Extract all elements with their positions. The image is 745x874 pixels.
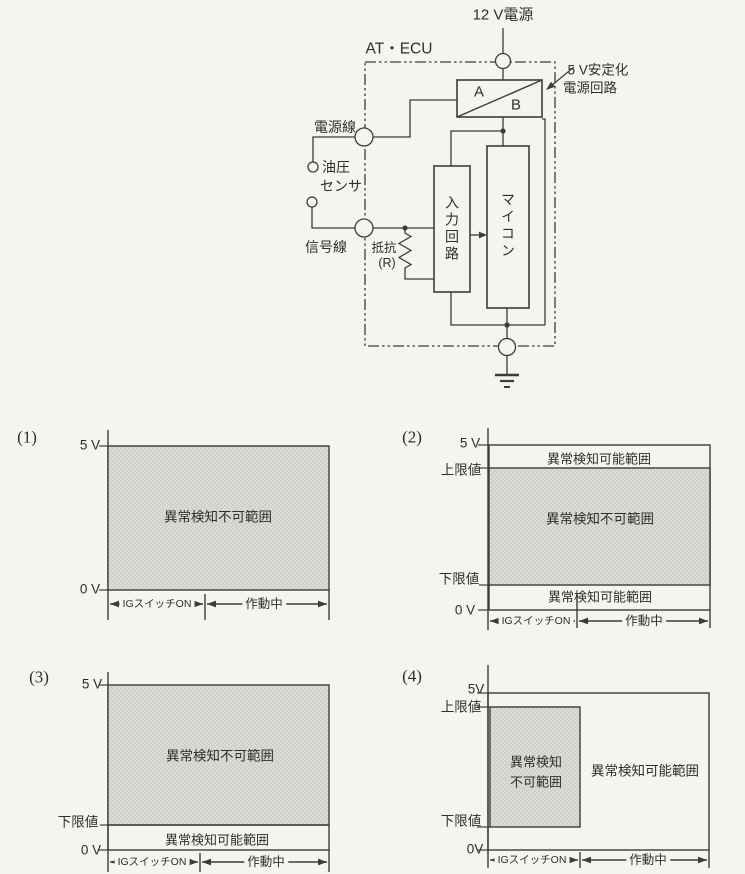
g2-region-detectable-bottom-label: 異常検知可能範囲 — [547, 589, 653, 605]
graph-1 — [99, 430, 330, 620]
wire-regulator-to-input-circuit — [450, 130, 503, 166]
g4-ytick-lower-limit: 下限値 — [440, 813, 482, 829]
g4-region-detectable-label: 異常検知可能範囲 — [591, 763, 699, 779]
g2-number: (2) — [402, 427, 422, 447]
g2-region-undetectable-label: 異常検知不可範囲 — [546, 511, 654, 527]
graph-3 — [99, 672, 330, 872]
g2-region-detectable-top-label: 異常検知可能範囲 — [546, 451, 652, 467]
input-circuit-box — [433, 165, 471, 293]
regulator-b-label: B — [510, 96, 522, 114]
g4-ytick-upper-limit: 上限値 — [440, 699, 482, 715]
g3-ytick-lower-limit: 下限値 — [57, 814, 99, 830]
oil-pressure-sensor-label-line2: センサ — [320, 178, 362, 194]
circuit-diagram — [306, 28, 575, 388]
g2-ytick-lower-limit: 下限値 — [438, 571, 480, 587]
g3-detectable-band — [107, 824, 330, 851]
wire-to-sensor-top-terminal — [312, 136, 355, 162]
wire-regulator-right-rail — [542, 118, 546, 325]
g1-ytick-5v: 5 V — [79, 437, 101, 453]
regulator-a-label: A — [473, 83, 485, 101]
ecu-label: AT・ECU — [365, 40, 433, 58]
g2-ytick-5v: 5 V — [459, 435, 481, 451]
resistor-label-line2: (R) — [378, 255, 396, 270]
g1-number: (1) — [17, 427, 37, 447]
g3-ytick-0v: 0 V — [80, 842, 102, 858]
input-to-micom-arrowhead — [479, 231, 487, 239]
g4-number: (4) — [402, 666, 422, 686]
g1-xlabel-operating: 作動中 — [242, 598, 286, 611]
g4-ytick-0v: 0V — [466, 841, 484, 857]
g3-xlabel-operating: 作動中 — [244, 856, 288, 869]
g2-xlabel-operating: 作動中 — [622, 615, 666, 628]
signal-line-label: 信号線 — [305, 239, 347, 255]
graph-2 — [478, 428, 711, 630]
g4-undetectable-area — [489, 706, 581, 828]
wire-input-circuit-bottom — [450, 292, 545, 326]
power-line-label: 電源線 — [314, 119, 356, 135]
terminal-signal-line — [354, 218, 374, 238]
wire-sensor-to-signal-terminal — [311, 207, 355, 229]
terminal-power-line — [354, 127, 374, 147]
g4-region-undetectable-label-line2: 不可範囲 — [509, 774, 563, 790]
regulator-diagonal — [456, 79, 543, 118]
regulator-label-line1: 5 V安定化 — [567, 62, 629, 78]
terminal-ground — [497, 337, 517, 357]
g4-outer-frame — [487, 692, 710, 851]
wire-power-line — [373, 99, 457, 138]
microcomputer-label: マイコン — [500, 192, 516, 260]
oil-pressure-sensor-label-line1: 油圧 — [322, 159, 350, 175]
g1-arrowheads — [110, 600, 327, 608]
input-circuit-label: 入力回路 — [444, 195, 460, 263]
regulator-pointer-arrowhead — [546, 81, 555, 90]
g2-xlabel-ig-switch-on: IGスイッチON — [498, 616, 574, 627]
g4-ytick-5v: 5V — [467, 681, 485, 697]
regulator-pointer-line — [550, 66, 575, 87]
g4-xlabel-operating: 作動中 — [626, 854, 670, 867]
g2-ytick-0v: 0 V — [454, 602, 476, 618]
sensor-terminal-bottom — [306, 196, 318, 208]
g1-ytick-0v: 0 V — [79, 581, 101, 597]
g3-region-detectable-label: 異常検知可能範囲 — [164, 832, 270, 848]
graph-4 — [477, 665, 710, 868]
g3-undetectable-area — [107, 684, 330, 826]
g1-undetectable-area — [107, 445, 330, 591]
g1-region-undetectable-label: 異常検知不可範囲 — [164, 509, 272, 525]
resistor-symbol — [397, 228, 434, 280]
g2-ytick-upper-limit: 上限値 — [440, 462, 482, 478]
g4-region-undetectable-label-line1: 異常検知 — [509, 754, 563, 770]
supply-label: 12 V電源 — [472, 6, 534, 24]
g2-undetectable-area — [488, 467, 711, 586]
g4-xlabel-ig-switch-on: IGスイッチON — [494, 855, 570, 866]
g3-number: (3) — [29, 667, 49, 687]
g3-ytick-5v: 5 V — [81, 676, 103, 692]
g3-region-undetectable-label: 異常検知不可範囲 — [166, 748, 274, 764]
terminal-12v — [494, 52, 512, 70]
g1-xlabel-ig-switch-on: IGスイッチON — [119, 599, 195, 610]
ecu-boundary — [364, 61, 556, 347]
sensor-terminal-top — [307, 161, 319, 173]
regulator-label-line2: 電源回路 — [563, 80, 617, 96]
microcomputer-box — [486, 145, 530, 309]
g3-xlabel-ig-switch-on: IGスイッチON — [114, 857, 190, 868]
resistor-label-line1: 抵抗 — [371, 240, 397, 255]
